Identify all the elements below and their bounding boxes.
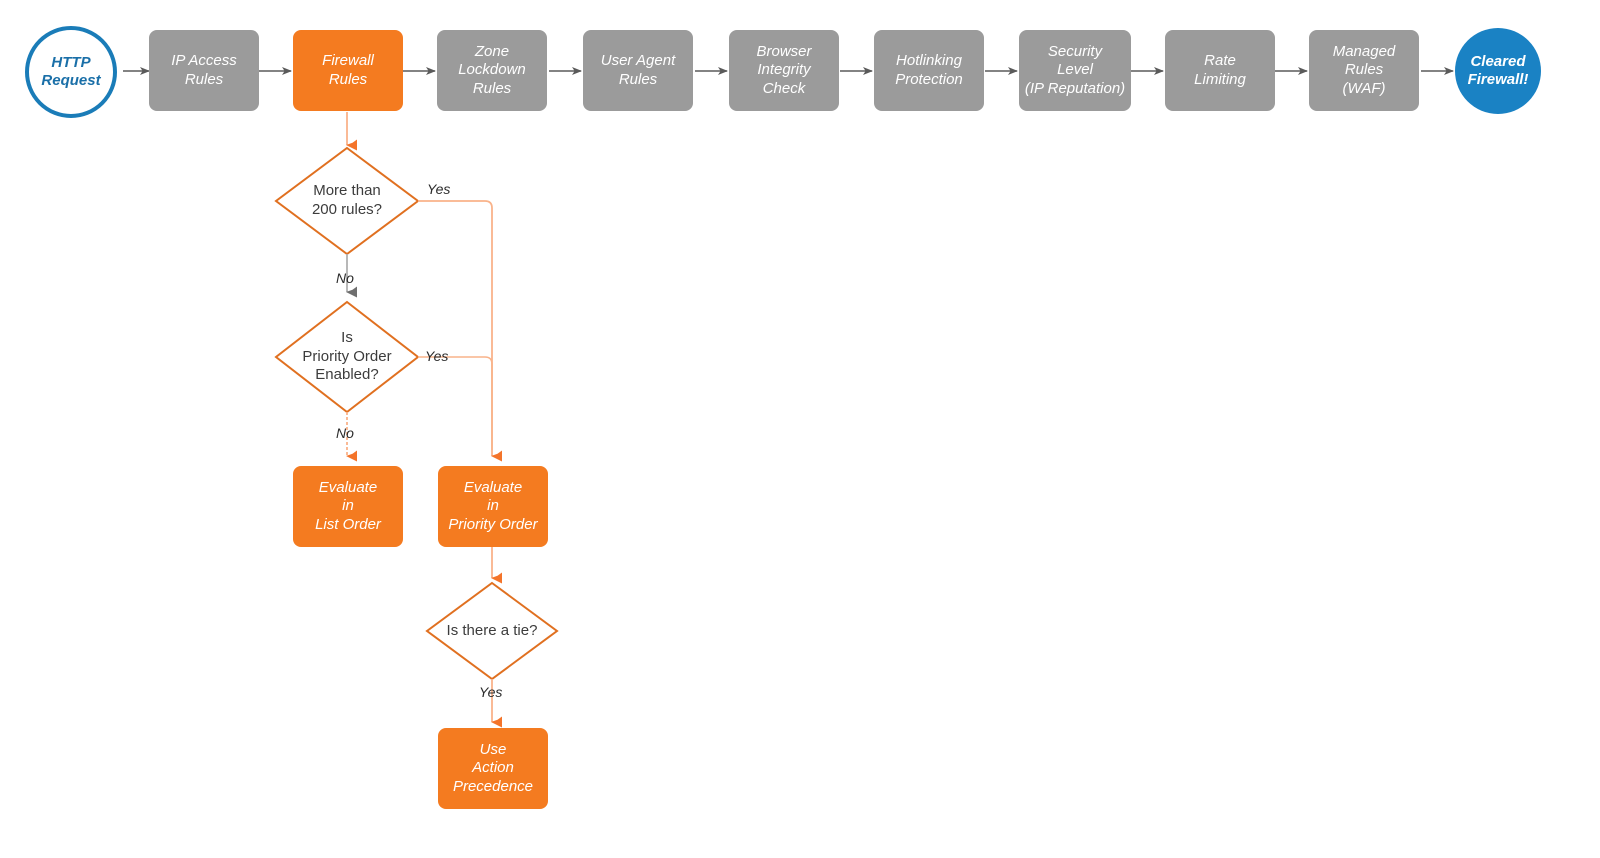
node-security-level[interactable]: Security Level (IP Reputation)	[1019, 30, 1131, 111]
edge-label-d3-yes: Yes	[479, 684, 503, 700]
node-browser-integrity-check[interactable]: Browser Integrity Check	[729, 30, 839, 111]
node-firewall-rules[interactable]: Firewall Rules	[293, 30, 403, 111]
label-is-there-a-tie[interactable]: Is there a tie?	[446, 621, 538, 639]
node-rate-limiting[interactable]: Rate Limiting	[1165, 30, 1275, 111]
node-cleared-firewall[interactable]: Cleared Firewall!	[1455, 28, 1541, 114]
node-hotlinking-protection[interactable]: Hotlinking Protection	[874, 30, 984, 111]
edge-d2-yes	[418, 356, 493, 450]
edge-label-d2-yes: Yes	[425, 348, 449, 364]
node-user-agent-rules[interactable]: User Agent Rules	[583, 30, 693, 111]
label-is-priority-order-enabled[interactable]: Is Priority Order Enabled?	[302, 328, 392, 384]
edge-label-d1-no: No	[336, 270, 354, 286]
edge-d1-yes	[418, 200, 502, 462]
node-managed-rules-waf[interactable]: Managed Rules (WAF)	[1309, 30, 1419, 111]
node-http-request[interactable]: HTTP Request	[25, 26, 117, 118]
node-evaluate-in-list-order[interactable]: Evaluate in List Order	[293, 466, 403, 547]
node-ip-access-rules[interactable]: IP Access Rules	[149, 30, 259, 111]
node-zone-lockdown-rules[interactable]: Zone Lockdown Rules	[437, 30, 547, 111]
node-use-action-precedence[interactable]: Use Action Precedence	[438, 728, 548, 809]
edge-label-d1-yes: Yes	[427, 181, 451, 197]
label-more-than-200-rules[interactable]: More than 200 rules?	[311, 182, 383, 218]
node-evaluate-in-priority-order[interactable]: Evaluate in Priority Order	[438, 466, 548, 547]
edge-label-d2-no: No	[336, 425, 354, 441]
